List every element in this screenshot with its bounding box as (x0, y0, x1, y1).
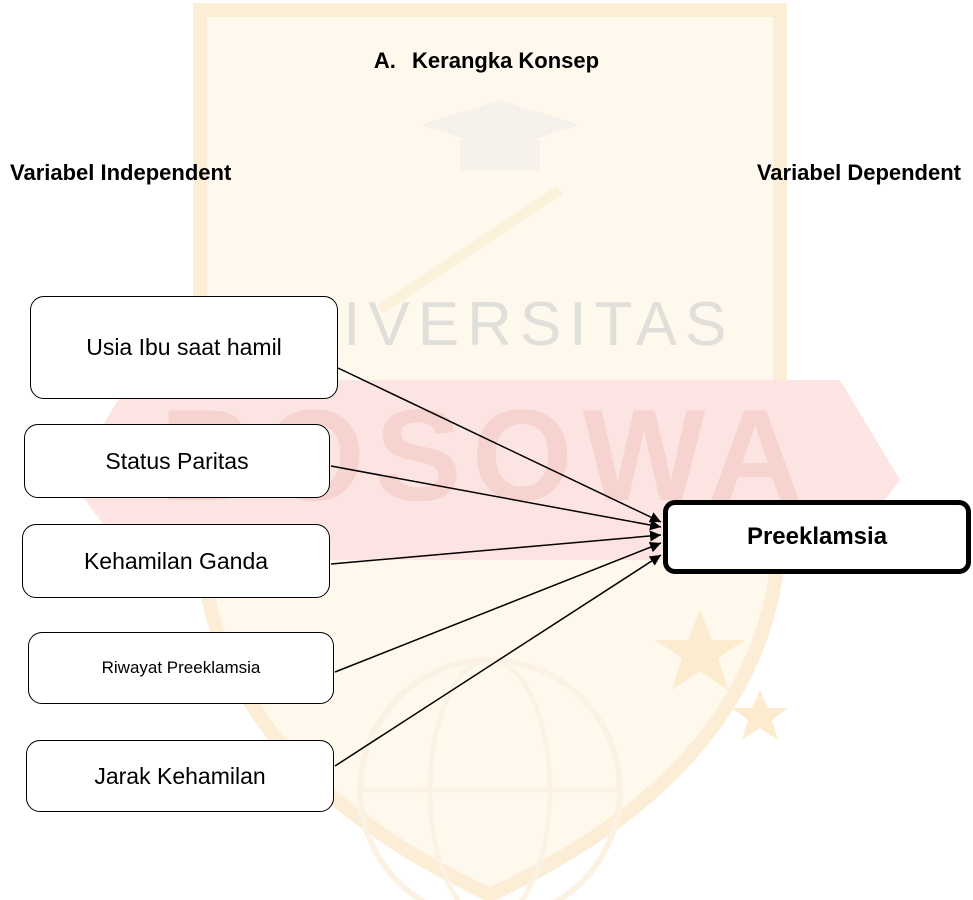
independent-variable-heading: Variabel Independent (10, 160, 232, 185)
star-icon (655, 610, 745, 690)
arrow-riwayat-to-preeklamsia (334, 541, 662, 673)
variable-label: Kehamilan Ganda (83, 547, 269, 574)
graduation-cap-icon (420, 100, 580, 150)
arrow-ganda-to-preeklamsia (330, 530, 662, 565)
dependent-variable-heading: Variabel Dependent (756, 160, 961, 185)
variable-box-usia-ibu: Usia Ibu saat hamil (30, 296, 338, 399)
arrow-paritas-to-preeklamsia (330, 465, 662, 531)
variable-label: Riwayat Preeklamsia (101, 658, 261, 678)
variable-box-kehamilan-ganda: Kehamilan Ganda (22, 524, 330, 598)
arrow-jarak-to-preeklamsia (334, 554, 662, 767)
section-number: A. (373, 48, 396, 73)
dependent-variable-box: Preeklamsia (663, 500, 971, 574)
variable-box-riwayat-preeklamsia: Riwayat Preeklamsia (28, 632, 334, 704)
star-icon (732, 690, 788, 740)
variable-box-status-paritas: Status Paritas (24, 424, 330, 498)
variable-label: Status Paritas (105, 447, 249, 474)
dependent-variable-label: Preeklamsia (746, 523, 888, 550)
page-title: A. Kerangka Konsep (0, 48, 973, 74)
section-title: Kerangka Konsep (412, 48, 600, 73)
globe-shape (357, 657, 623, 900)
variable-label: Usia Ibu saat hamil (86, 334, 282, 361)
laurel-icon (377, 185, 563, 315)
arrow-usia-to-preeklamsia (337, 367, 662, 523)
variable-box-jarak-kehamilan: Jarak Kehamilan (26, 740, 334, 812)
variable-label: Jarak Kehamilan (94, 762, 266, 789)
